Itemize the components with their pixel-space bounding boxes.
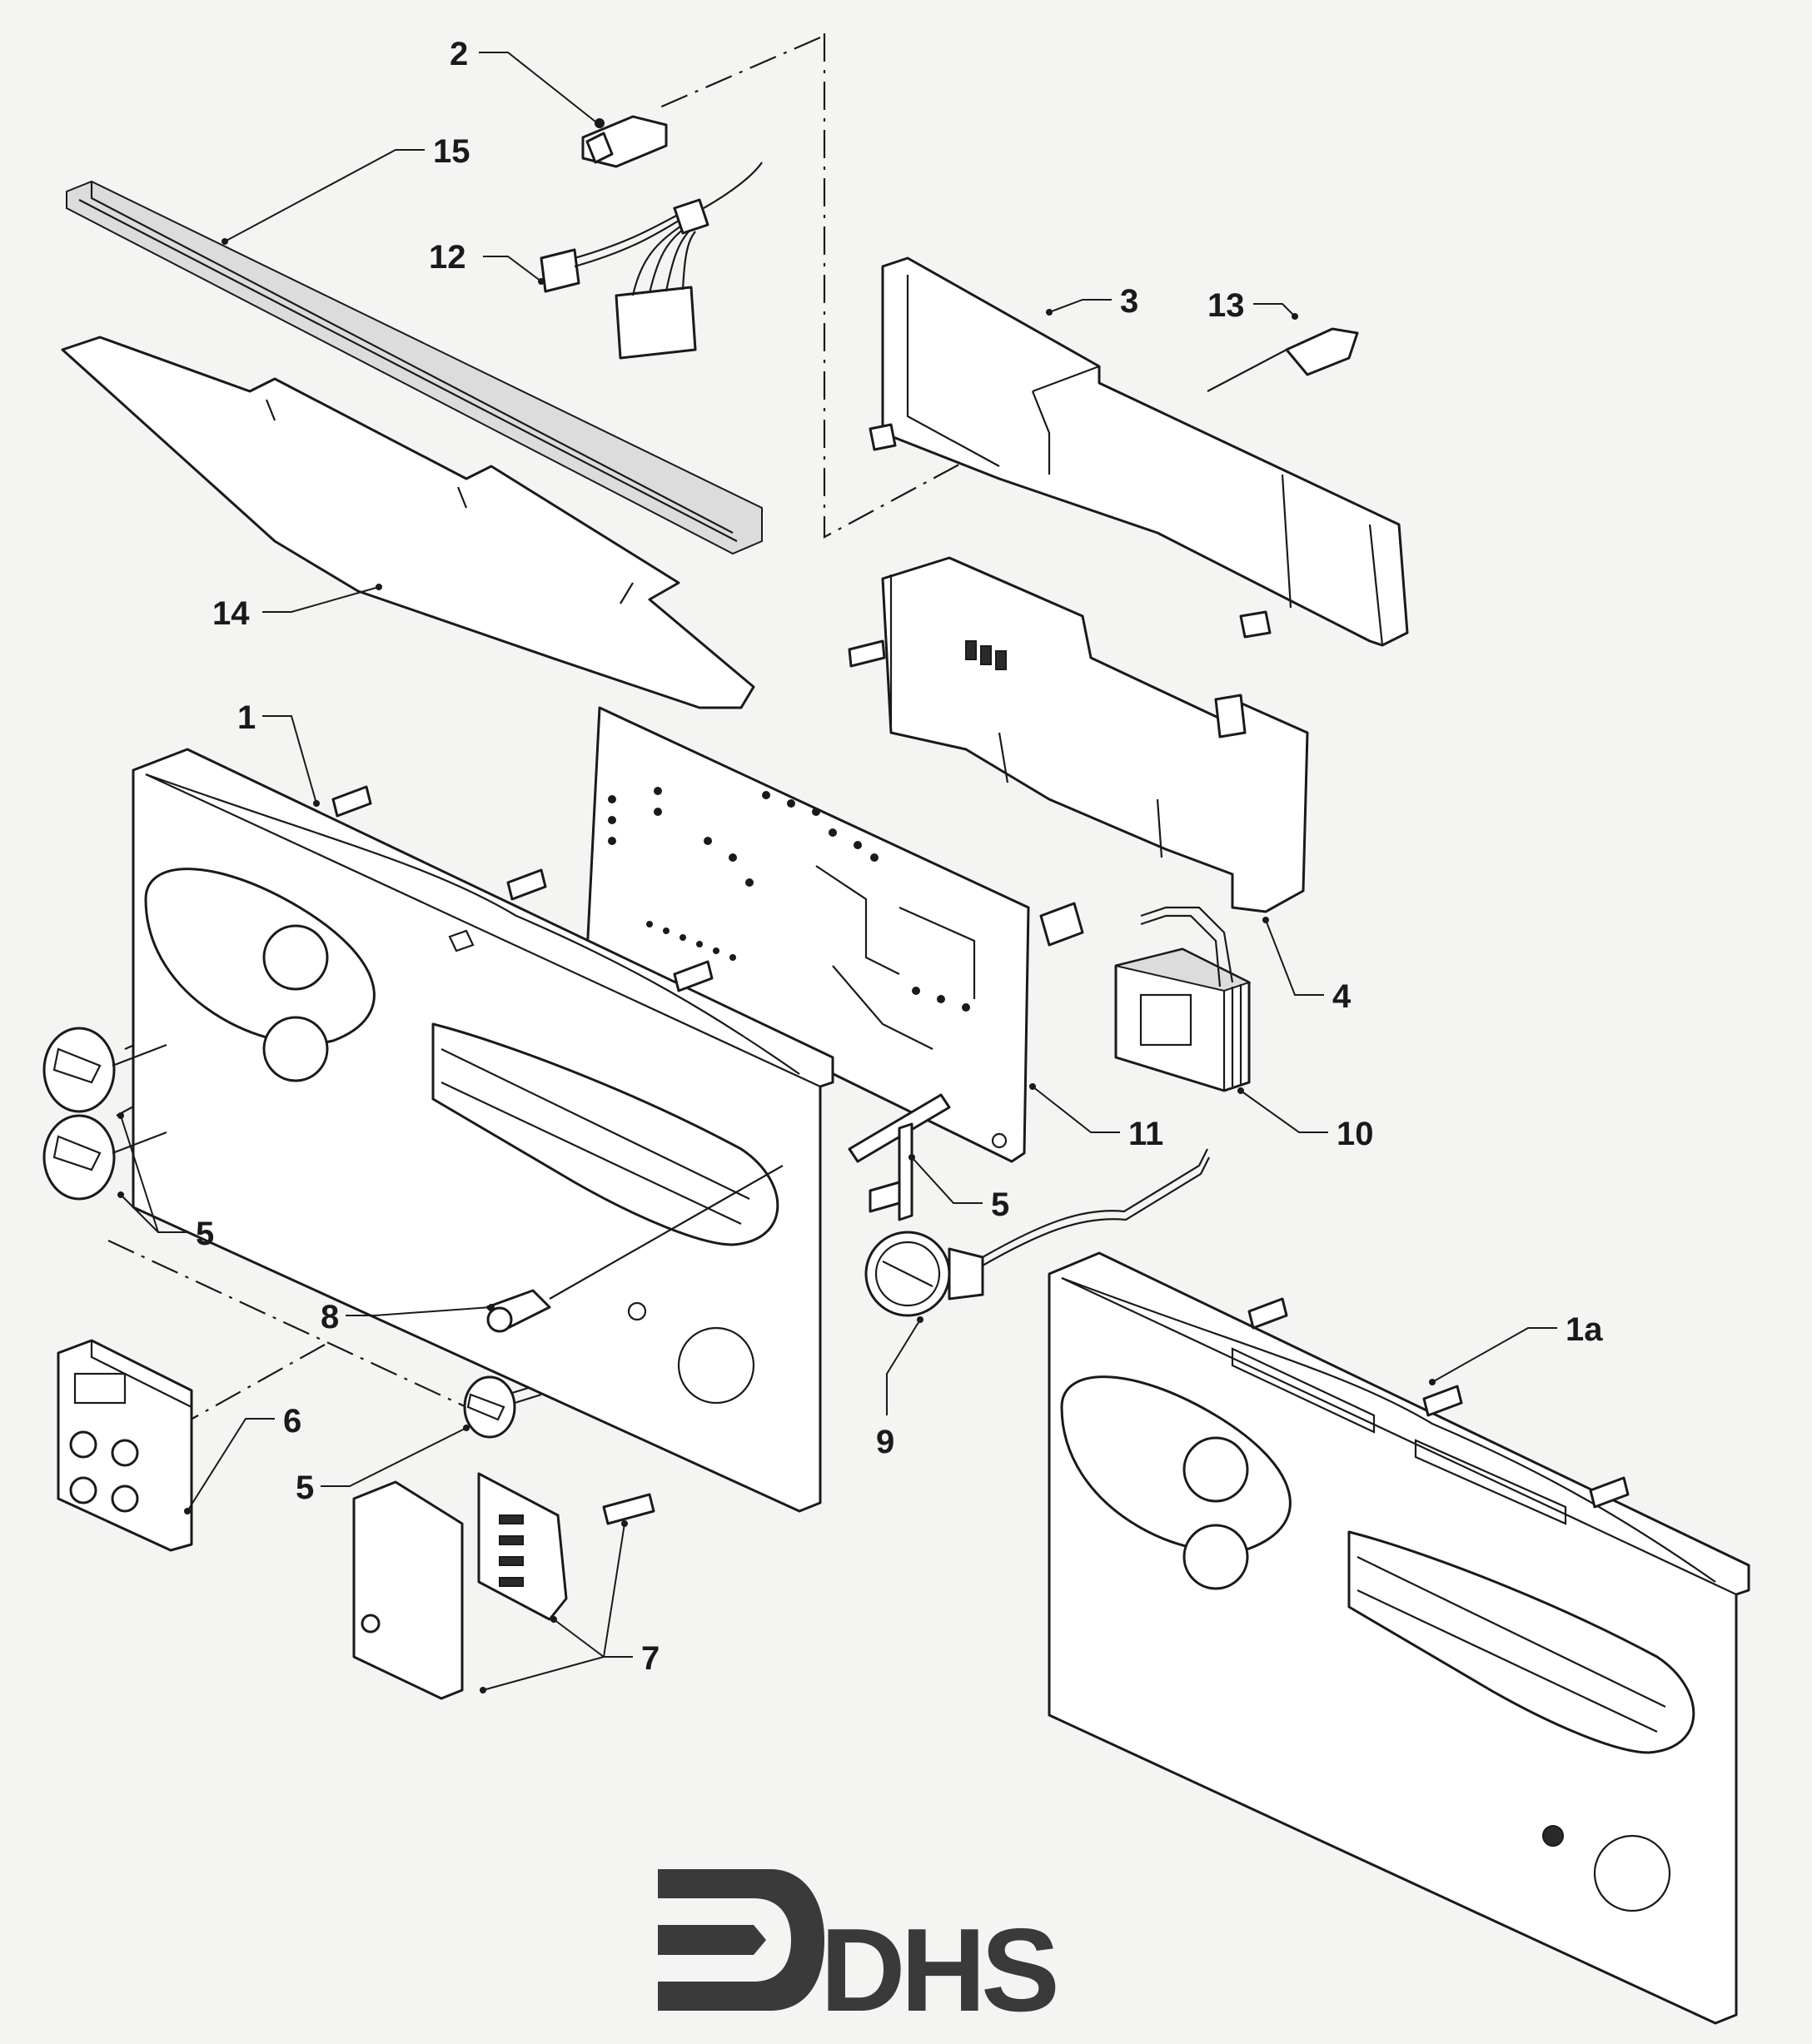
rotary-knob <box>463 1375 542 1439</box>
dhs-logo-mark <box>658 1869 824 2011</box>
linkage-shaft <box>848 1093 951 1221</box>
callout-14: 14 <box>212 595 250 632</box>
control-fascia <box>132 748 834 1513</box>
callout-5: 5 <box>196 1216 214 1252</box>
callout-10: 10 <box>1337 1116 1374 1152</box>
transformer <box>1039 902 1252 1092</box>
switch-module <box>352 1472 655 1700</box>
trim-strip <box>61 336 755 709</box>
dhs-logo: DHS <box>658 1869 1061 2037</box>
callout-8: 8 <box>321 1299 339 1335</box>
wiring-loom <box>540 162 763 360</box>
dhs-logo-text: DHS <box>820 1904 1056 2037</box>
rotary-knob <box>42 1027 167 1113</box>
callout-5: 5 <box>296 1470 314 1506</box>
callout-3: 3 <box>1120 283 1138 320</box>
callout-5: 5 <box>991 1186 1009 1223</box>
micro-switch <box>581 115 668 168</box>
callout-6: 6 <box>283 1403 301 1440</box>
callout-1a: 1a <box>1566 1311 1603 1348</box>
callout-leaders <box>117 52 1557 1693</box>
callout-2: 2 <box>450 36 468 72</box>
callout-1: 1 <box>237 699 256 736</box>
inner-casing <box>848 556 1309 913</box>
callout-11: 11 <box>1128 1116 1163 1152</box>
callout-4: 4 <box>1332 978 1352 1015</box>
construction-line <box>657 36 821 110</box>
callout-13: 13 <box>1207 287 1245 324</box>
pressure-gauge <box>864 1148 1210 1317</box>
callout-12: 12 <box>429 239 466 276</box>
construction-line <box>182 1344 326 1425</box>
rotary-knob <box>42 1114 167 1201</box>
rear-housing <box>869 256 1409 647</box>
alternative-control-fascia <box>1048 1251 1750 2025</box>
callout-9: 9 <box>876 1424 894 1460</box>
callout-labels: 2 15 12 3 13 14 1 4 11 10 5 5 5 8 9 1a 6… <box>196 36 1603 1677</box>
programmer-timer <box>57 1339 193 1552</box>
construction-line <box>823 33 1096 539</box>
callout-15: 15 <box>433 133 470 170</box>
callout-7: 7 <box>641 1640 660 1677</box>
sensor-clip <box>1207 327 1359 392</box>
seal-strip <box>66 180 763 555</box>
printed-circuit-board <box>585 706 1030 1163</box>
retaining-clip <box>485 1165 784 1333</box>
